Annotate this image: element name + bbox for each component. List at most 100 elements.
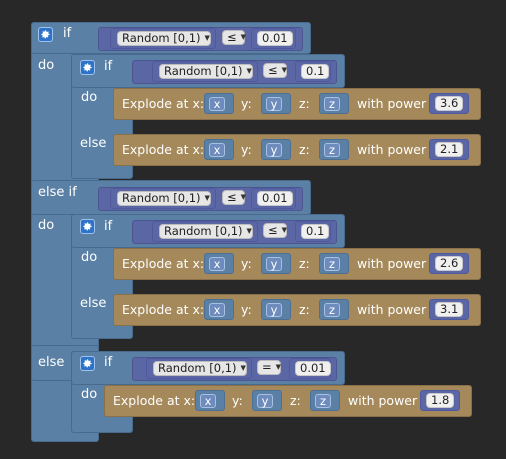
random-dropdown[interactable]: Random [0,1)▼ [159,224,253,239]
inner-if1-number-block[interactable]: 0.1 [295,61,331,82]
operator-label: ≤ [268,223,278,237]
random-dropdown[interactable]: Random [0,1)▼ [117,31,211,46]
variable-z-block[interactable]: z [319,93,349,114]
variable-x-block[interactable]: x [195,390,225,411]
do-keyword: do [81,250,98,265]
power-field[interactable]: 3.6 [435,96,464,111]
variable-x-block[interactable]: x [204,93,234,114]
z-label: z: [290,393,301,408]
outer-cond2-random-block[interactable]: Random [0,1)▼ [110,188,216,209]
random-dropdown[interactable]: Random [0,1)▼ [159,64,253,79]
operator-dropdown[interactable]: ≤▼ [263,63,287,78]
power-field[interactable]: 1.8 [426,393,455,408]
inner-if2-number-block[interactable]: 0.1 [295,221,331,242]
operator-dropdown[interactable]: ≤▼ [222,30,247,45]
inner-if3-number-block[interactable]: 0.01 [289,358,331,379]
variable-y-block[interactable]: y [252,390,282,411]
inner-if2-random-block[interactable]: Random [0,1)▼ [152,221,258,242]
variable-y[interactable]: y [266,143,282,157]
power-label: with power [357,302,427,317]
explode-block[interactable]: Explode at x: x y: y z: z with power 3.6 [113,88,481,120]
operator-dropdown[interactable]: =▼ [257,360,281,375]
power-number-block[interactable]: 2.1 [429,139,469,160]
do-keyword: do [81,387,98,402]
variable-x[interactable]: x [209,303,225,317]
variable-y[interactable]: y [266,303,282,317]
variable-z-block[interactable]: z [319,299,349,320]
random-label: Random [0,1) [164,64,243,78]
chevron-down-icon: ▼ [246,67,252,75]
variable-x[interactable]: x [200,394,216,408]
explode-block[interactable]: Explode at x: x y: y z: z with power 1.8 [104,385,472,417]
variable-z[interactable]: z [315,394,331,408]
operator-label: ≤ [268,63,278,77]
z-label: z: [299,142,310,157]
gear-icon[interactable] [80,60,95,75]
variable-x[interactable]: x [209,143,225,157]
variable-z[interactable]: z [324,303,340,317]
power-label: with power [348,393,418,408]
power-field[interactable]: 3.1 [435,302,464,317]
random-dropdown[interactable]: Random [0,1)▼ [153,361,247,376]
operator-dropdown[interactable]: ≤▼ [263,223,287,238]
variable-y-block[interactable]: y [261,93,291,114]
variable-x[interactable]: x [209,97,225,111]
chevron-down-icon: ▼ [204,34,210,42]
operator-dropdown[interactable]: ≤▼ [222,190,246,205]
outer-cond1-number-block[interactable]: 0.01 [251,28,296,49]
inner-if1-random-block[interactable]: Random [0,1)▼ [152,61,258,82]
do-keyword: do [38,58,55,73]
z-label: z: [299,96,310,111]
variable-y[interactable]: y [266,97,282,111]
random-label: Random [0,1) [122,31,201,45]
variable-x-block[interactable]: x [204,299,234,320]
explode-block[interactable]: Explode at x: x y: y z: z with power 3.1 [113,294,481,326]
variable-z-block[interactable]: z [310,390,340,411]
variable-y[interactable]: y [257,394,273,408]
else-keyword: else [38,355,65,370]
explode-label: Explode at x: [122,96,205,111]
gear-icon[interactable] [80,219,95,234]
explode-label: Explode at x: [113,393,196,408]
variable-x-block[interactable]: x [204,139,234,160]
y-label: y: [232,393,243,408]
variable-z-block[interactable]: z [319,253,349,274]
number-field[interactable]: 0.1 [301,224,330,239]
outer-cond1-random-block[interactable]: Random [0,1)▼ [110,28,216,49]
inner-if2-keyword: if [104,219,113,234]
chevron-down-icon: ▼ [204,194,210,202]
variable-y-block[interactable]: y [261,299,291,320]
number-field[interactable]: 0.01 [295,361,331,376]
explode-label: Explode at x: [122,256,205,271]
number-field[interactable]: 0.01 [257,31,293,46]
number-field[interactable]: 0.01 [257,191,293,206]
variable-y-block[interactable]: y [261,139,291,160]
power-number-block[interactable]: 2.6 [429,253,469,274]
y-label: y: [241,96,252,111]
explode-block[interactable]: Explode at x: x y: y z: z with power 2.1 [113,134,481,166]
variable-x-block[interactable]: x [204,253,234,274]
power-field[interactable]: 2.6 [435,256,464,271]
variable-z[interactable]: z [324,97,340,111]
power-number-block[interactable]: 3.1 [429,299,469,320]
explode-label: Explode at x: [122,142,205,157]
variable-z[interactable]: z [324,143,340,157]
variable-z[interactable]: z [324,257,340,271]
explode-block[interactable]: Explode at x: x y: y z: z with power 2.6 [113,248,481,280]
chevron-down-icon: ▼ [246,227,252,235]
variable-z-block[interactable]: z [319,139,349,160]
power-number-block[interactable]: 3.6 [429,93,469,114]
chevron-down-icon: ▼ [240,33,247,41]
variable-y-block[interactable]: y [261,253,291,274]
number-field[interactable]: 0.1 [301,64,330,79]
power-number-block[interactable]: 1.8 [420,390,460,411]
gear-icon[interactable] [38,27,53,42]
inner-if3-random-block[interactable]: Random [0,1)▼ [146,358,252,379]
power-field[interactable]: 2.1 [435,142,464,157]
outer-cond2-number-block[interactable]: 0.01 [251,188,296,209]
random-dropdown[interactable]: Random [0,1)▼ [117,191,211,206]
variable-y[interactable]: y [266,257,282,271]
variable-x[interactable]: x [209,257,225,271]
gear-icon[interactable] [80,356,95,371]
